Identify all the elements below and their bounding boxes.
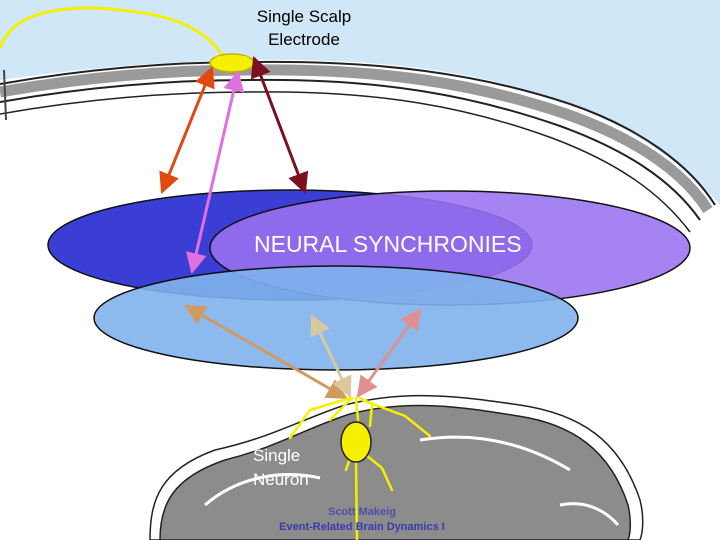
neural-synchronies-label: NEURAL SYNCHRONIES [254, 231, 522, 257]
neuron-label-line2: Neuron [253, 470, 309, 489]
neuron-label-line1: Single [253, 446, 300, 465]
cortex-gray-matter [159, 404, 632, 540]
footer-title: Event-Related Brain Dynamics I [279, 521, 445, 533]
neuron-icon [288, 396, 432, 540]
arrow-maroon [250, 56, 309, 194]
electrode-icon [209, 53, 255, 73]
arrow-red [159, 66, 215, 194]
sulcus-left [204, 473, 321, 507]
left-edge-line [3, 69, 7, 121]
skull-inner-line [0, 78, 701, 221]
scalp-exterior [0, 0, 720, 205]
electrode-label-line2: Electrode [268, 30, 340, 49]
arrow-rose [356, 308, 422, 398]
skull-stripe [0, 64, 713, 214]
electrode-lead-wire [0, 6, 224, 56]
cortex-fold-outer [149, 394, 644, 540]
sulcus-lower [559, 502, 620, 526]
electrode-label-line1: Single Scalp [257, 7, 352, 26]
footer-author: Scott Makeig [328, 506, 396, 518]
synchrony-ellipse-bottom [93, 265, 579, 371]
skull-outer-line [0, 60, 716, 206]
sulcus-right [419, 435, 571, 472]
arrow-pink [186, 69, 244, 275]
brain-outline [0, 91, 691, 233]
arrow-beige [310, 314, 352, 398]
